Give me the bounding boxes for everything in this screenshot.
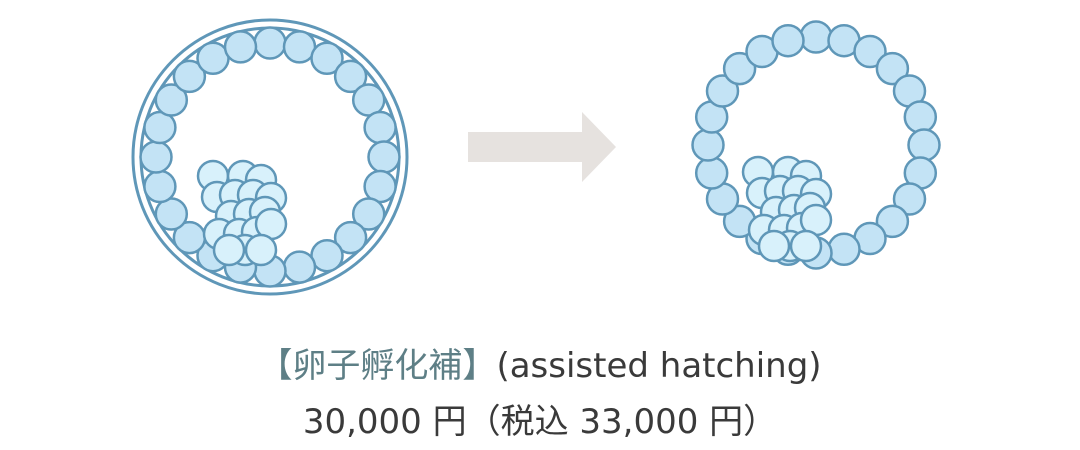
trophectoderm-cell (282, 250, 317, 284)
trophectoderm-cells (691, 20, 941, 270)
embryo-before-hatching (131, 18, 409, 296)
procedure-title: 【卵子孵化補】(assisted hatching) (0, 346, 1080, 386)
icm-cell (789, 229, 823, 263)
trophectoderm-cell (705, 74, 740, 108)
embryo-after-hatching (691, 20, 941, 270)
trophectoderm-cell (903, 100, 938, 134)
trophectoderm-cell (892, 182, 927, 216)
trophectoderm-cell (223, 30, 258, 64)
trophectoderm-cell (799, 20, 833, 54)
trophectoderm-cell (139, 140, 173, 174)
trophectoderm-cell (827, 232, 861, 267)
trophectoderm-cell (367, 140, 401, 174)
trophectoderm-cell (310, 41, 344, 76)
zona-pellucida-outer (131, 18, 409, 296)
trophectoderm-cell (333, 220, 368, 255)
trophectoderm-cell (771, 23, 805, 58)
trophectoderm-cell (694, 156, 729, 190)
icm-cell (212, 233, 246, 267)
procedure-title-en: (assisted hatching) (496, 346, 822, 386)
inner-cell-mass (741, 155, 833, 263)
hatching-diagram (131, 18, 941, 296)
procedure-price: 30,000 円（税込 33,000 円） (302, 402, 778, 442)
inner-cell-mass (196, 159, 288, 267)
trophectoderm-cell (154, 83, 189, 117)
trophectoderm-cell (143, 169, 177, 204)
trophectoderm-cell (691, 128, 725, 162)
trophectoderm-cell (253, 26, 287, 60)
procedure-title-jp: 【卵子孵化補】 (258, 346, 497, 386)
trophectoderm-cell (363, 110, 397, 145)
trophectoderm-cell (875, 204, 910, 239)
trophectoderm-cell (907, 128, 941, 162)
trophectoderm-cell (875, 51, 910, 86)
trophectoderm-cell (351, 197, 386, 231)
trophectoderm-cell (853, 34, 887, 69)
icm-cell (244, 233, 278, 267)
icm-cell (757, 229, 791, 263)
trophectoderm-cell (172, 59, 207, 94)
arrow-right-icon (468, 112, 616, 182)
trophectoderm-cells (139, 26, 401, 288)
trophectoderm-cell (333, 59, 368, 94)
trophectoderm-cell (722, 51, 757, 86)
